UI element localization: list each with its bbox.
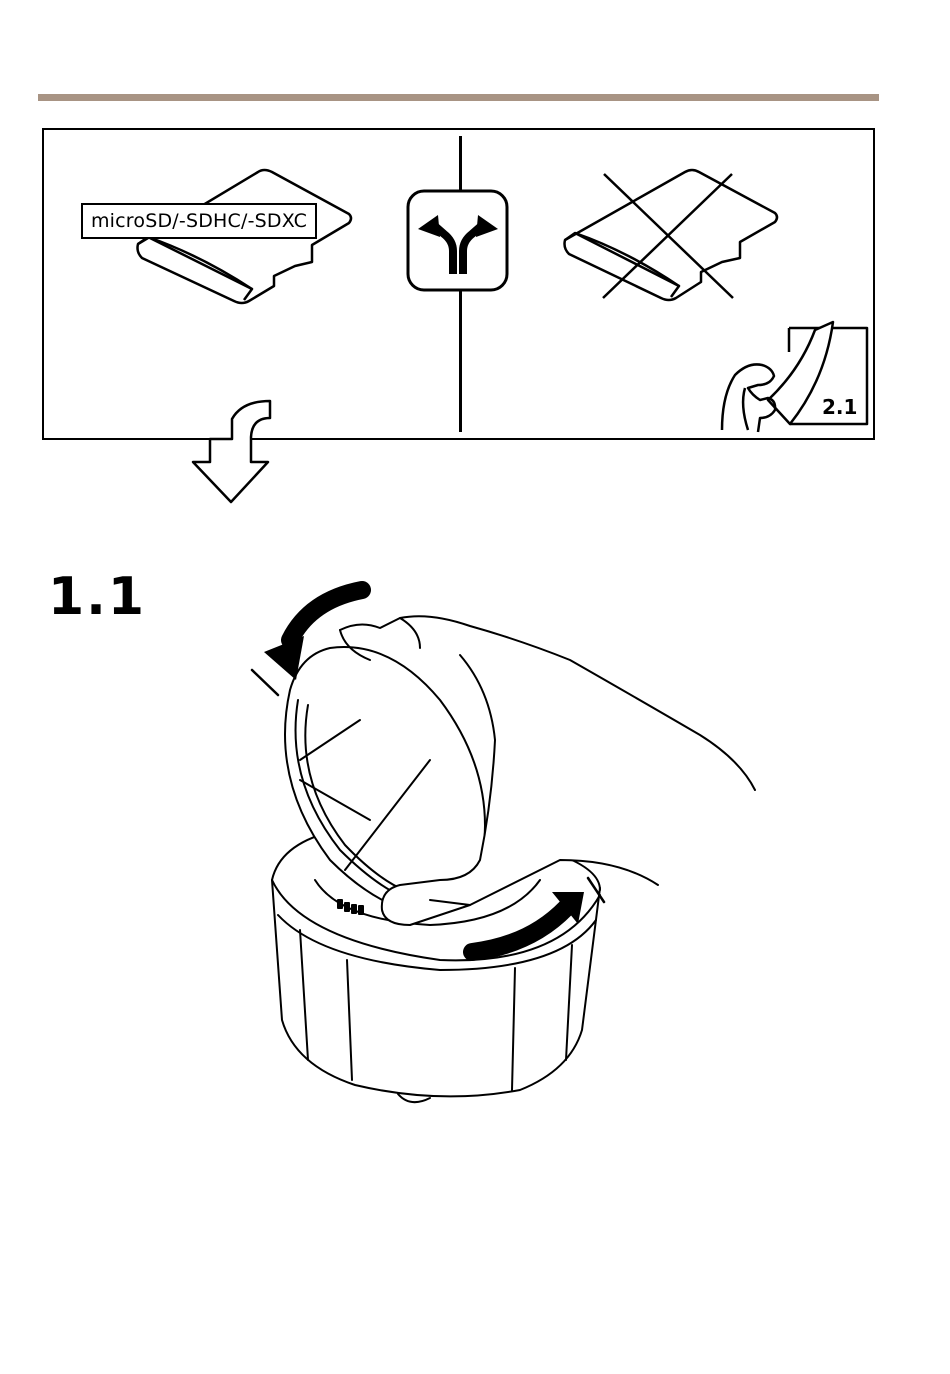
dome-removal-illustration	[0, 0, 950, 1374]
